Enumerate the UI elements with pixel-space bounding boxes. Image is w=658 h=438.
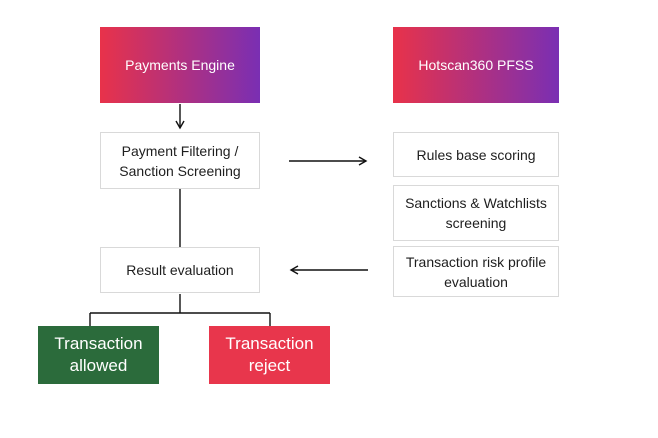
transaction-allowed-box: Transaction allowed — [38, 326, 159, 384]
risk-profile-box: Transaction risk profile evaluation — [393, 246, 559, 297]
sanctions-watchlists-box: Sanctions & Watchlists screening — [393, 185, 559, 241]
result-evaluation-box: Result evaluation — [100, 247, 260, 293]
hotscan-box: Hotscan360 PFSS — [393, 27, 559, 103]
transaction-reject-box: Transaction reject — [209, 326, 330, 384]
payment-filtering-box: Payment Filtering / Sanction Screening — [100, 132, 260, 189]
payments-engine-box: Payments Engine — [100, 27, 260, 103]
rules-scoring-box: Rules base scoring — [393, 132, 559, 177]
